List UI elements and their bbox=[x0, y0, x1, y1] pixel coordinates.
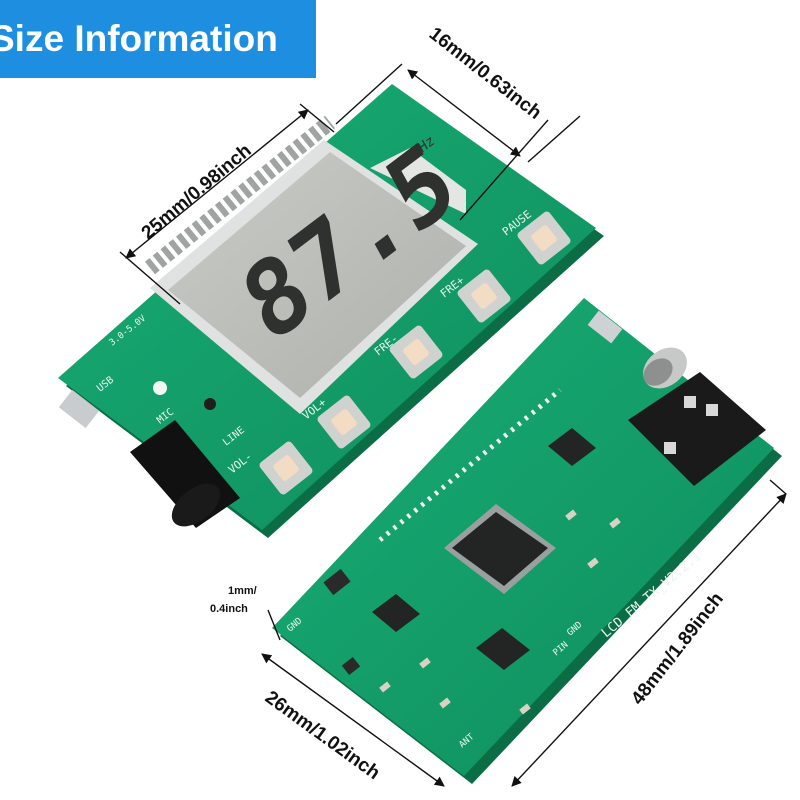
ic-top bbox=[548, 428, 596, 466]
audio-jack-front bbox=[130, 420, 240, 528]
dim-line-length-bottom bbox=[511, 493, 787, 787]
ic-left bbox=[372, 594, 420, 632]
front-board: 87.5 MHz VOL- VOL+ FRE- F bbox=[58, 84, 604, 538]
audio-jack-back bbox=[628, 347, 766, 486]
dim-thickness-line2: 0.4inch bbox=[210, 603, 248, 615]
dim-line-width-top bbox=[407, 69, 521, 157]
lcd-display bbox=[168, 152, 466, 398]
dim-width-top: 16mm/0.63inch bbox=[425, 23, 545, 123]
dim-line-length-top bbox=[125, 109, 309, 259]
micro-usb-port bbox=[587, 310, 623, 344]
front-buttons: VOL- VOL+ FRE- FRE+ PAUSE bbox=[226, 208, 572, 495]
dimension-lines bbox=[119, 63, 787, 787]
usb-port bbox=[58, 389, 100, 429]
size-information-banner: Size Information bbox=[0, 0, 316, 78]
banner-title: Size Information bbox=[0, 18, 278, 59]
dim-line-width-bottom bbox=[261, 653, 445, 787]
dim-thickness-line1: 1mm/ bbox=[228, 585, 257, 597]
button-vol-plus[interactable]: VOL+ bbox=[300, 394, 372, 450]
button-pause[interactable]: PAUSE bbox=[500, 208, 572, 266]
